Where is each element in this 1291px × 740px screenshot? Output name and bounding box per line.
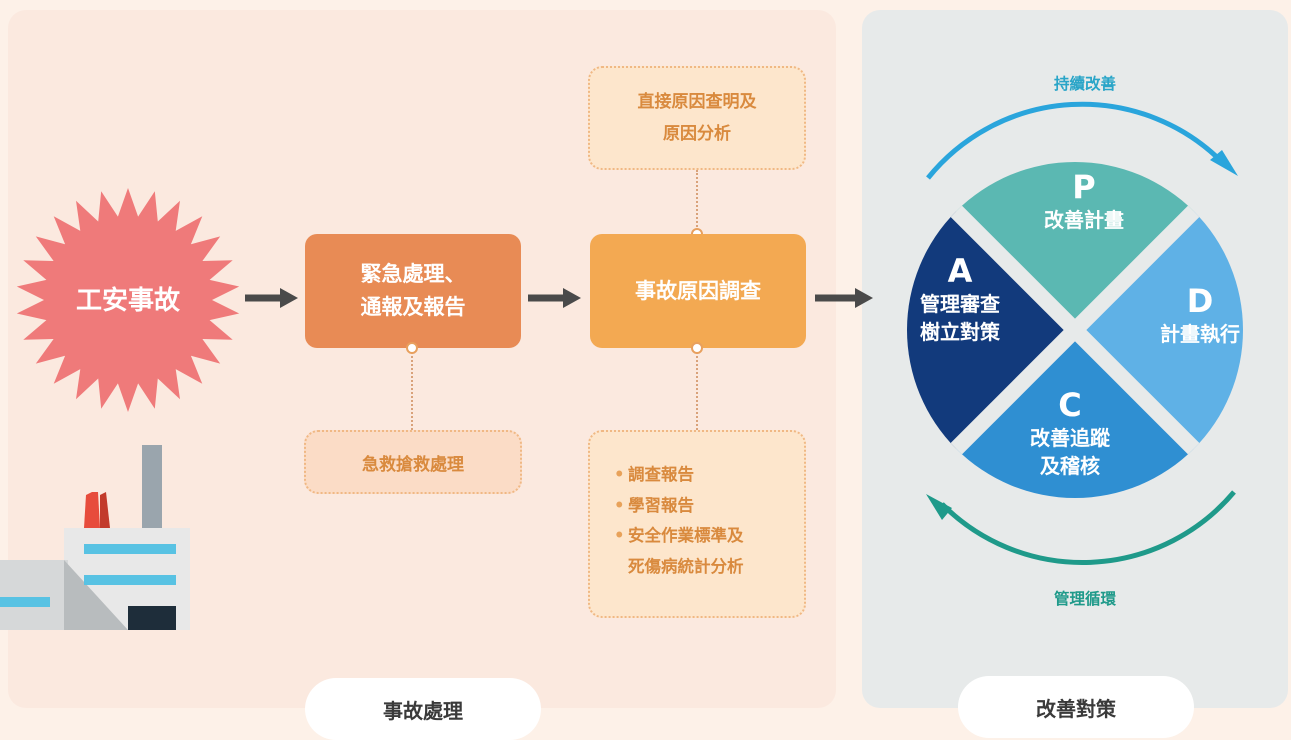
continuous-improvement-arc [926, 101, 1224, 180]
quadrant-c-desc-line1: 改善追蹤 [1030, 426, 1110, 451]
connector-dot [406, 342, 418, 354]
quadrant-p-desc: 改善計畫 [1044, 208, 1124, 233]
quadrant-c-desc-line2: 及稽核 [1040, 454, 1100, 479]
quadrant-p-letter: P [1072, 168, 1096, 206]
connector-line [696, 352, 698, 430]
continuous-improvement-label: 持續改善 [1053, 75, 1116, 93]
investigation-label: 事故原因調查 [635, 278, 761, 303]
quadrant-a-letter: A [947, 252, 973, 290]
quadrant-c-letter: C [1058, 386, 1082, 424]
arc-arrowhead-icon [1210, 150, 1238, 176]
first-aid-label: 急救搶救處理 [362, 454, 464, 475]
quadrant-d-desc: 計畫執行 [1160, 322, 1240, 347]
quadrant-d-text: D 計畫執行 [1130, 282, 1270, 348]
quadrant-d-letter: D [1186, 282, 1214, 320]
quadrant-p-text: P 改善計畫 [1014, 168, 1154, 234]
improvement-tab: 改善對策 [958, 676, 1194, 738]
factory-icon [0, 445, 190, 630]
quadrant-a-desc-line1: 管理審查 [920, 292, 1000, 317]
arc-arrowhead-icon [926, 494, 952, 520]
management-cycle-arc [940, 490, 1236, 565]
quadrant-a-desc-line2: 樹立對策 [920, 320, 1000, 345]
quadrant-c-text: C 改善追蹤 及稽核 [1000, 386, 1140, 480]
connector-line [411, 352, 413, 430]
emergency-line1: 緊急處理、 [360, 262, 466, 287]
emergency-handling-box: 緊急處理、 通報及報告 [305, 234, 521, 348]
report-item: 學習報告 [614, 491, 804, 522]
report-item: 調查報告 [614, 460, 804, 491]
cause-analysis-box: 直接原因查明及 原因分析 [588, 66, 806, 170]
cause-line1: 直接原因查明及 [637, 91, 757, 112]
accident-handling-tab: 事故處理 [305, 678, 541, 740]
first-aid-box: 急救搶救處理 [304, 430, 522, 494]
quadrant-a-text: A 管理審查 樹立對策 [890, 252, 1030, 346]
cause-line2: 原因分析 [663, 124, 731, 144]
management-cycle-label: 管理循環 [1053, 590, 1116, 608]
connector-line [696, 170, 698, 234]
investigation-box: 事故原因調查 [590, 234, 806, 348]
connector-dot [691, 342, 703, 354]
emergency-line2: 通報及報告 [360, 295, 466, 319]
accident-label: 工安事故 [75, 286, 180, 316]
